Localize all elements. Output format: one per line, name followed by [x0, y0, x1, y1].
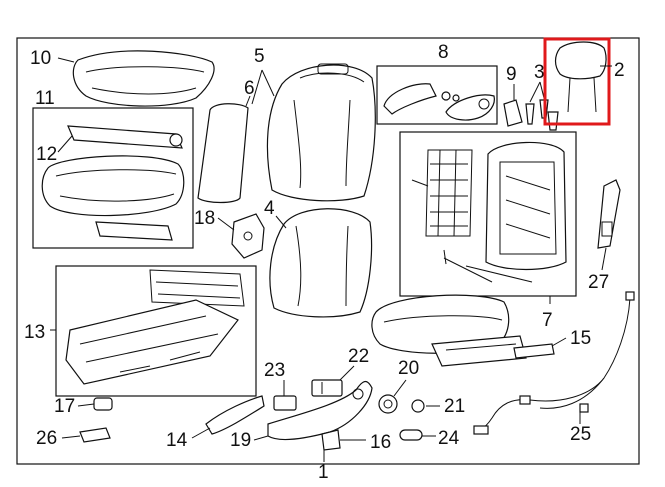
leader-5a [261, 69, 275, 97]
callout-19: 19 [230, 430, 251, 451]
callout-3: 3 [534, 62, 545, 83]
leader-17 [77, 403, 95, 407]
callout-9: 9 [506, 64, 517, 85]
leader-10 [57, 57, 75, 63]
part-19-side-shield [267, 380, 373, 441]
callout-5: 5 [254, 46, 265, 67]
seat-cushion-assembly [371, 294, 527, 367]
leader-3a [529, 81, 541, 103]
callout-20: 20 [398, 358, 419, 379]
group-box-11 [32, 107, 194, 249]
part-17-clip [93, 397, 113, 411]
leader-15 [551, 337, 567, 347]
leader-20 [393, 379, 407, 397]
callout-24: 24 [438, 428, 460, 449]
part-22-switch-panel [311, 379, 343, 397]
callout-2: 2 [614, 60, 625, 81]
part-27-side-trim [597, 179, 621, 249]
callout-13: 13 [24, 322, 45, 343]
callout-10: 10 [30, 48, 51, 69]
part-11-cushion-assembly [41, 125, 185, 241]
leader-6 [245, 95, 251, 107]
highlight-box-2 [543, 37, 611, 126]
part-13-seat-adjuster [65, 269, 245, 385]
callout-25: 25 [570, 424, 591, 445]
leader-3b [539, 81, 545, 99]
leader-14 [191, 427, 211, 439]
part-24-plug [399, 429, 423, 441]
group-box-8 [376, 65, 498, 125]
part-5-seatback-cover [266, 63, 376, 202]
callout-4: 4 [264, 198, 275, 219]
part-2-headrest [554, 41, 607, 113]
leader-12 [57, 135, 73, 153]
callout-16: 16 [370, 432, 391, 453]
callout-7: 7 [542, 310, 553, 331]
leader-27 [601, 247, 607, 271]
part-16-bracket [321, 429, 341, 451]
callout-17: 17 [54, 396, 75, 417]
part-25-wiring-harness [473, 291, 635, 435]
callout-14: 14 [166, 430, 188, 451]
part-14-trim [205, 395, 265, 435]
part-10-cushion-cover [72, 50, 215, 107]
part-23-switch [273, 395, 297, 411]
part-15-trim [513, 343, 555, 359]
group-box-7 [399, 131, 577, 297]
leader-5b [251, 69, 263, 105]
part-6-back-panel [197, 103, 249, 204]
diagram-frame [16, 37, 640, 465]
callout-6: 6 [244, 78, 255, 99]
part-21-nut [411, 399, 425, 413]
callout-23: 23 [264, 360, 285, 381]
part-4-seatback-pad [269, 208, 373, 318]
callout-8: 8 [438, 42, 449, 63]
callout-18: 18 [194, 208, 215, 229]
part-18-bracket [231, 213, 265, 259]
callout-22: 22 [348, 346, 369, 367]
part-7-frame-assembly [411, 141, 567, 283]
part-20-knob [378, 394, 398, 414]
group-box-13 [55, 265, 257, 397]
callout-1: 1 [318, 462, 329, 483]
callout-15: 15 [570, 328, 591, 349]
callout-21: 21 [444, 396, 465, 417]
part-26-cap [79, 427, 111, 443]
callout-26: 26 [36, 428, 57, 449]
leader-4 [275, 215, 287, 229]
callout-12: 12 [36, 144, 57, 165]
leader-18 [217, 217, 235, 231]
callout-27: 27 [588, 272, 609, 293]
leader-22 [339, 365, 355, 381]
part-8-armrest [383, 83, 495, 121]
part-9-latch [503, 99, 523, 127]
callout-11: 11 [35, 88, 55, 109]
leader-19 [253, 435, 269, 441]
leader-26 [61, 435, 81, 439]
